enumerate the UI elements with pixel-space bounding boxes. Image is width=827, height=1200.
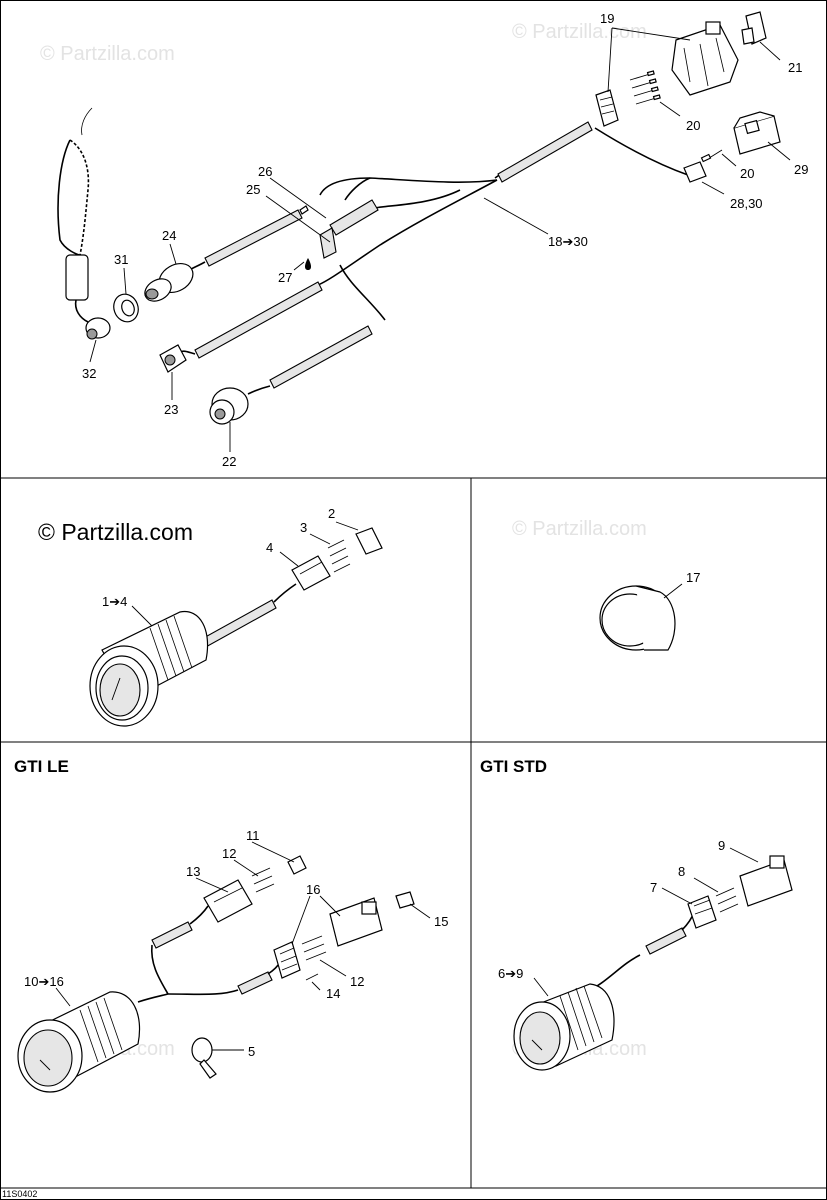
connector-24 bbox=[144, 262, 194, 302]
watermark-prominent: © Partzilla.com bbox=[38, 519, 193, 545]
cable-tie-5 bbox=[191, 1037, 217, 1079]
callout-16: 16 bbox=[306, 882, 320, 897]
gti-le-callouts: 11 12 13 16 15 12 14 10➔16 5 bbox=[24, 828, 448, 1059]
safety-lanyard-32 bbox=[57, 107, 111, 340]
callout-4: 4 bbox=[266, 540, 273, 555]
top-callouts: 19 21 20 29 20 28,30 18➔30 26 25 27 24 3… bbox=[82, 11, 808, 469]
sensor-23 bbox=[159, 344, 187, 373]
callout-2: 2 bbox=[328, 506, 335, 521]
cap-15 bbox=[395, 891, 415, 909]
connector-13 bbox=[203, 879, 253, 923]
connector-4 bbox=[291, 555, 331, 591]
watermark-mid-right: © Partzilla.com bbox=[512, 518, 647, 540]
connector-housing-16 bbox=[273, 897, 383, 979]
connector-29 bbox=[733, 111, 781, 155]
callout-10-16: 10➔16 bbox=[24, 974, 64, 989]
callout-21: 21 bbox=[788, 60, 802, 75]
connector-9 bbox=[739, 855, 793, 907]
callout-14: 14 bbox=[326, 986, 340, 1001]
sensor-22 bbox=[209, 387, 249, 425]
main-harness-assembly bbox=[57, 11, 791, 452]
callout-6-9: 6➔9 bbox=[498, 966, 523, 981]
watermark-top-right: © Partzilla.com bbox=[512, 21, 647, 43]
panel-title-gti-le: GTI LE bbox=[14, 757, 69, 776]
connector-seal-28-30 bbox=[683, 161, 707, 183]
callout-11: 11 bbox=[246, 828, 260, 843]
gti-std-assembly bbox=[513, 847, 793, 1071]
connector-housing-19 bbox=[595, 21, 739, 127]
callout-23: 23 bbox=[164, 402, 178, 417]
callout-5: 5 bbox=[248, 1044, 255, 1059]
callout-15: 15 bbox=[434, 914, 448, 929]
ring-17 bbox=[599, 583, 683, 651]
callout-24: 24 bbox=[162, 228, 176, 243]
gauge-assembly-1-4 bbox=[89, 521, 383, 727]
diagram-code: 11S0402 bbox=[2, 1189, 37, 1199]
callout-12-a: 12 bbox=[222, 846, 236, 861]
callout-31: 31 bbox=[114, 252, 128, 267]
callout-25: 25 bbox=[246, 182, 260, 197]
callout-8: 8 bbox=[678, 864, 685, 879]
gti-le-assembly bbox=[17, 841, 431, 1093]
gauge-callouts: 2 3 4 1➔4 bbox=[102, 506, 335, 609]
callout-9: 9 bbox=[718, 838, 725, 853]
callout-18-30: 18➔30 bbox=[548, 234, 588, 249]
panel-title-gti-std: GTI STD bbox=[480, 757, 547, 776]
callout-29: 29 bbox=[794, 162, 808, 177]
watermark-top-left: © Partzilla.com bbox=[40, 43, 175, 65]
grease-drop-27 bbox=[305, 258, 311, 270]
connector-housing-7 bbox=[687, 895, 717, 929]
terminal-pins-20 bbox=[629, 70, 661, 105]
gti-std-callouts: 9 8 7 6➔9 bbox=[498, 838, 725, 981]
callout-13: 13 bbox=[186, 864, 200, 879]
callout-32: 32 bbox=[82, 366, 96, 381]
callout-27: 27 bbox=[278, 270, 292, 285]
callout-20-a: 20 bbox=[686, 118, 700, 133]
callout-17: 17 bbox=[686, 570, 700, 585]
callout-28-30: 28,30 bbox=[730, 196, 763, 211]
connector-cap-21 bbox=[741, 11, 767, 45]
callout-22: 22 bbox=[222, 454, 236, 469]
callout-7: 7 bbox=[650, 880, 657, 895]
callout-1-4: 1➔4 bbox=[102, 594, 127, 609]
cap-2 bbox=[355, 527, 383, 555]
callout-19: 19 bbox=[600, 11, 614, 26]
callout-20-b: 20 bbox=[740, 166, 754, 181]
callout-3: 3 bbox=[300, 520, 307, 535]
pins-3 bbox=[327, 539, 351, 573]
callout-12-b: 12 bbox=[350, 974, 364, 989]
callout-26: 26 bbox=[258, 164, 272, 179]
cap-11 bbox=[287, 855, 307, 875]
ring-31 bbox=[113, 293, 139, 323]
